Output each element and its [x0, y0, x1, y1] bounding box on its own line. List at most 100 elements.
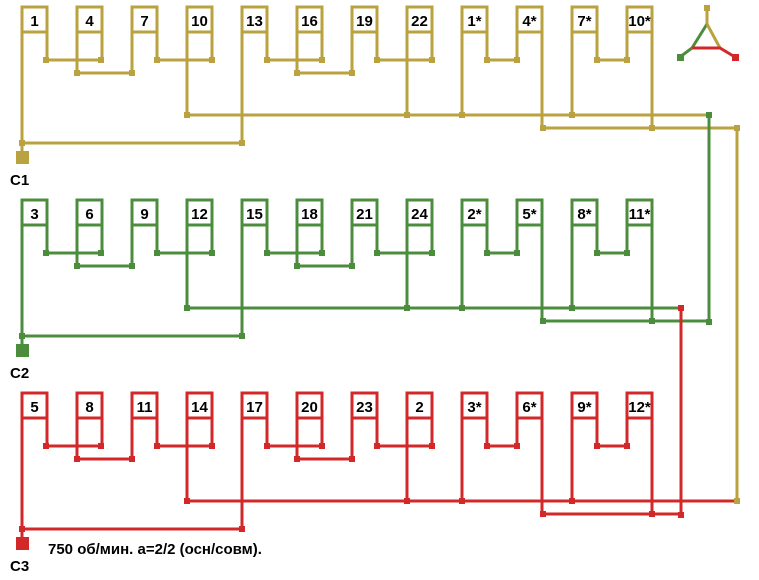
- junction-dot: [209, 250, 215, 256]
- junction-dot: [484, 443, 490, 449]
- junction-dot: [43, 250, 49, 256]
- coil-box: [625, 5, 654, 34]
- junction-dot: [429, 443, 435, 449]
- junction-dot: [154, 250, 160, 256]
- coil-box: [570, 198, 599, 227]
- junction-dot: [129, 70, 135, 76]
- junction-dot: [264, 443, 270, 449]
- coil: 21: [350, 198, 379, 227]
- coil: 5*: [515, 198, 544, 227]
- coil-label: 19: [356, 13, 373, 30]
- junction-dot: [349, 70, 355, 76]
- coil-box: [240, 391, 269, 420]
- junction-dot: [678, 305, 684, 311]
- junction-dot: [404, 498, 410, 504]
- junction-dot: [239, 333, 245, 339]
- junction-dot: [624, 57, 630, 63]
- junction-dot: [704, 5, 710, 11]
- terminal-label: C2: [10, 365, 29, 382]
- terminal-label: C3: [10, 558, 29, 575]
- coil: 16: [295, 5, 324, 34]
- junction-dot: [319, 57, 325, 63]
- coil-box: [570, 5, 599, 34]
- coil-box: [20, 198, 49, 227]
- coil-box: [405, 5, 434, 34]
- coil: 9*: [570, 391, 599, 420]
- coil-label: 2: [415, 399, 423, 416]
- coil-box: [460, 198, 489, 227]
- coil-label: 8*: [577, 206, 591, 223]
- coil: 9: [130, 198, 159, 227]
- coil-label: 7: [140, 13, 148, 30]
- coil-box: [625, 198, 654, 227]
- coil: 23: [350, 391, 379, 420]
- coil: 11*: [625, 198, 654, 227]
- junction-dot: [569, 112, 575, 118]
- terminal-c2-marker: [16, 344, 29, 357]
- coil-box: [20, 5, 49, 34]
- coil: 1: [20, 5, 49, 34]
- coil-label: 6*: [522, 399, 536, 416]
- coil-box: [515, 198, 544, 227]
- terminal-label: C1: [10, 172, 29, 189]
- coil-box: [130, 5, 159, 34]
- coil-label: 2*: [467, 206, 481, 223]
- junction-dot: [459, 305, 465, 311]
- junction-dot: [678, 512, 684, 518]
- coil-box: [185, 5, 214, 34]
- coil-box: [460, 391, 489, 420]
- coil-box: [295, 198, 324, 227]
- junction-dot: [732, 54, 739, 61]
- coil: 5: [20, 391, 49, 420]
- coil-label: 15: [246, 206, 263, 223]
- junction-dot: [264, 250, 270, 256]
- junction-dot: [569, 305, 575, 311]
- junction-dot: [540, 125, 546, 131]
- coil-label: 23: [356, 399, 373, 416]
- junction-dot: [374, 57, 380, 63]
- junction-dot: [649, 125, 655, 131]
- coil-label: 11*: [629, 206, 651, 223]
- junction-dot: [43, 443, 49, 449]
- junction-dot: [239, 140, 245, 146]
- coil-box: [185, 198, 214, 227]
- junction-dot: [184, 305, 190, 311]
- coil-label: 13: [246, 13, 263, 30]
- coil: 6*: [515, 391, 544, 420]
- coil-box: [295, 5, 324, 34]
- coil-label: 8: [85, 399, 93, 416]
- coil-box: [20, 391, 49, 420]
- coil-box: [515, 5, 544, 34]
- junction-dot: [706, 112, 712, 118]
- coil-box: [625, 391, 654, 420]
- coil: 14: [185, 391, 214, 420]
- coil: 7*: [570, 5, 599, 34]
- coil-label: 14: [191, 399, 208, 416]
- coil: 10*: [625, 5, 654, 34]
- coil-label: 18: [301, 206, 318, 223]
- coil: 2*: [460, 198, 489, 227]
- junction-dot: [649, 511, 655, 517]
- coil-box: [295, 391, 324, 420]
- coil: 8: [75, 391, 104, 420]
- coil: 19: [350, 5, 379, 34]
- coil-label: 11: [137, 399, 153, 416]
- coil-box: [130, 198, 159, 227]
- coil-box: [75, 391, 104, 420]
- coil: 17: [240, 391, 269, 420]
- coil-box: [405, 391, 434, 420]
- wire: [692, 46, 736, 59]
- junction-dot: [540, 511, 546, 517]
- coil: 12*: [625, 391, 654, 420]
- coil: 1*: [460, 5, 489, 34]
- coil-label: 1*: [467, 13, 481, 30]
- junction-dot: [540, 318, 546, 324]
- junction-dot: [349, 456, 355, 462]
- junction-dot: [374, 250, 380, 256]
- coil-label: 3*: [467, 399, 481, 416]
- coil: 12: [185, 198, 214, 227]
